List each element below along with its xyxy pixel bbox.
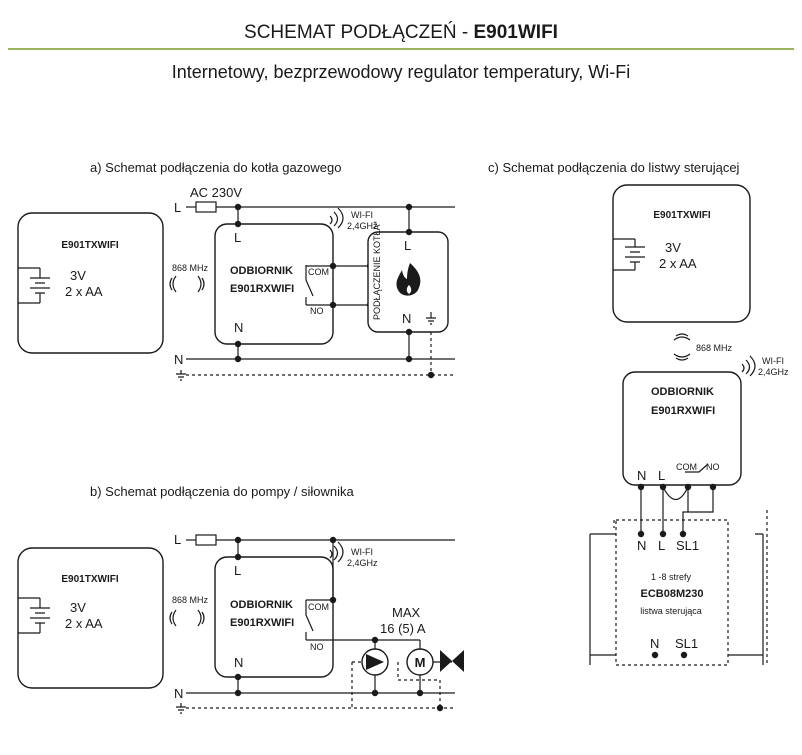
ground-icon xyxy=(176,370,186,381)
wifi-band: 2,4GHz xyxy=(758,367,789,377)
line-n-label: N xyxy=(174,352,183,367)
max-label: MAX xyxy=(392,605,421,620)
boiler-a: PODŁĄCZENIE KOTŁA* L N xyxy=(367,220,449,333)
receiver-com: COM xyxy=(308,267,329,277)
wifi-label: WI-FI xyxy=(762,356,784,366)
flame-icon xyxy=(396,263,421,296)
section-a: a) Schemat podłączenia do kotła gazowego… xyxy=(17,160,455,381)
receiver-l: L xyxy=(658,468,665,483)
receiver-name: ODBIORNIK xyxy=(230,265,293,277)
strip-zones: 1 -8 strefy xyxy=(651,572,692,582)
wifi-label: WI-FI xyxy=(351,210,373,220)
receiver-n: N xyxy=(234,655,243,670)
transmitter-b: E901TXWIFI 3V 2 x AA xyxy=(17,547,164,689)
fuse-icon xyxy=(195,201,217,213)
line-l-label: L xyxy=(174,532,181,547)
strip-n2: N xyxy=(650,636,659,651)
battery-count: 2 x AA xyxy=(659,256,697,271)
page-title: SCHEMAT PODŁĄCZEŃ - E901WIFI xyxy=(244,22,558,43)
receiver-model: E901RXWIFI xyxy=(651,405,715,417)
rf-signal-icon xyxy=(673,333,691,361)
receiver-no: NO xyxy=(310,306,324,316)
control-strip: N L SL1 1 -8 strefy ECB08M230 listwa ste… xyxy=(637,538,703,651)
boiler-n: N xyxy=(402,311,411,326)
max-value: 16 (5) A xyxy=(380,621,426,636)
receiver-name: ODBIORNIK xyxy=(230,599,293,611)
earth-icon xyxy=(426,312,436,325)
line-l-label: L xyxy=(174,200,181,215)
section-c: c) Schemat podłączenia do listwy sterują… xyxy=(488,160,789,666)
strip-l: L xyxy=(658,538,665,553)
supply-label: AC 230V xyxy=(190,185,242,200)
fuse-icon xyxy=(195,534,217,546)
rf-signal-icon xyxy=(169,609,205,627)
section-a-title: a) Schemat podłączenia do kotła gazowego xyxy=(90,160,342,175)
receiver-n: N xyxy=(234,320,243,335)
rf-frequency: 868 MHz xyxy=(172,263,209,273)
battery-count: 2 x AA xyxy=(65,284,103,299)
battery-icon xyxy=(613,238,645,271)
receiver-model: E901RXWIFI xyxy=(230,283,294,295)
transmitter-a: E901TXWIFI 3V 2 x AA xyxy=(17,212,164,354)
ground-icon xyxy=(176,703,186,714)
boiler-l: L xyxy=(404,238,411,253)
rf-frequency: 868 MHz xyxy=(172,595,209,605)
wifi-icon xyxy=(741,355,756,377)
rf-signal-icon xyxy=(169,275,205,293)
receiver-n: N xyxy=(637,468,646,483)
strip-sl1-2: SL1 xyxy=(675,636,698,651)
receiver-model: E901RXWIFI xyxy=(230,617,294,629)
receiver-com: COM xyxy=(308,602,329,612)
transmitter-c: E901TXWIFI 3V 2 x AA xyxy=(612,184,751,323)
strip-desc: listwa sterująca xyxy=(640,606,702,616)
control-strip-outline xyxy=(615,519,729,666)
transmitter-name: E901TXWIFI xyxy=(61,240,118,251)
section-c-title: c) Schemat podłączenia do listwy sterują… xyxy=(488,160,740,175)
rf-frequency: 868 MHz xyxy=(696,343,733,353)
wifi-band: 2,4GHz xyxy=(347,558,378,568)
page-subtitle: Internetowy, bezprzewodowy regulator tem… xyxy=(172,62,631,82)
section-b: b) Schemat podłączenia do pompy / siłown… xyxy=(17,484,464,714)
strip-model: ECB08M230 xyxy=(641,588,704,600)
wifi-icon xyxy=(329,541,344,563)
battery-voltage: 3V xyxy=(665,240,681,255)
pump-icon xyxy=(361,648,389,676)
transmitter-name: E901TXWIFI xyxy=(61,574,118,585)
battery-voltage: 3V xyxy=(70,600,86,615)
receiver-b: ODBIORNIK E901RXWIFI L N COM NO xyxy=(214,556,334,678)
wifi-band: 2,4GHz xyxy=(347,221,378,231)
motor-icon: M xyxy=(406,648,434,676)
receiver-name: ODBIORNIK xyxy=(651,386,714,398)
battery-count: 2 x AA xyxy=(65,616,103,631)
line-n-label: N xyxy=(174,686,183,701)
receiver-l: L xyxy=(234,563,241,578)
battery-icon xyxy=(18,597,50,634)
battery-icon xyxy=(18,267,50,304)
transmitter-name: E901TXWIFI xyxy=(653,210,710,221)
receiver-c: ODBIORNIK E901RXWIFI N L COM NO xyxy=(622,371,742,486)
receiver-l: L xyxy=(234,230,241,245)
wifi-label: WI-FI xyxy=(351,547,373,557)
motor-label: M xyxy=(415,655,426,670)
receiver-no: NO xyxy=(706,462,720,472)
strip-n: N xyxy=(637,538,646,553)
receiver-a: ODBIORNIK E901RXWIFI L N COM NO xyxy=(214,223,334,345)
receiver-com: COM xyxy=(676,462,697,472)
valve-icon xyxy=(433,650,464,672)
strip-sl1: SL1 xyxy=(676,538,699,553)
wifi-icon xyxy=(329,207,344,229)
battery-voltage: 3V xyxy=(70,268,86,283)
section-b-title: b) Schemat podłączenia do pompy / siłown… xyxy=(90,484,355,499)
boiler-label: PODŁĄCZENIE KOTŁA* xyxy=(372,220,382,320)
receiver-no: NO xyxy=(310,642,324,652)
